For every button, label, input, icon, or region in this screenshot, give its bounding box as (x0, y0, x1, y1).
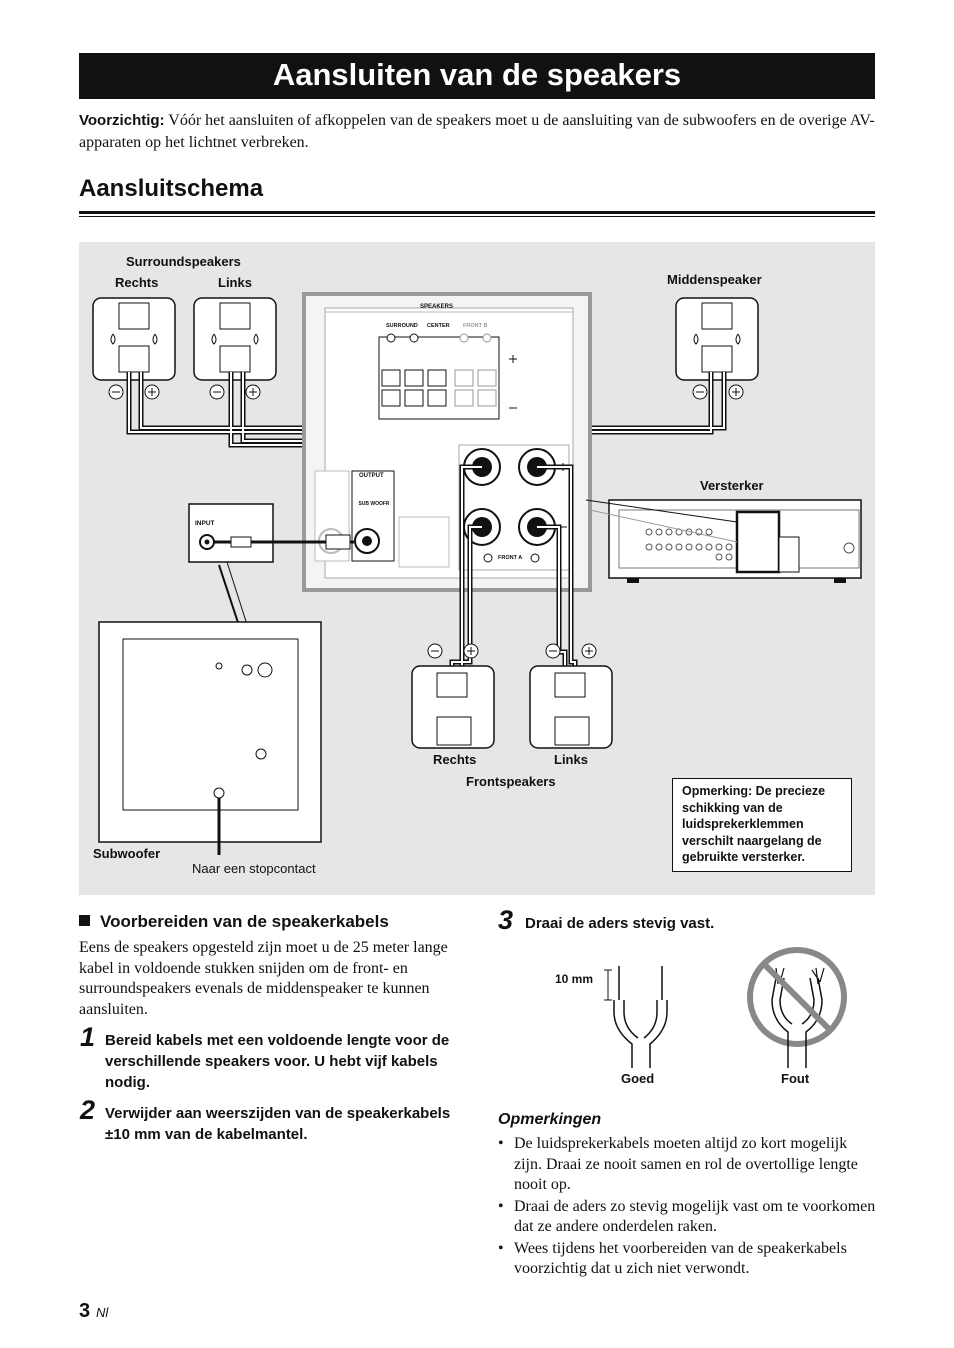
front-b-small-label: FRONT B (463, 323, 488, 329)
front-right-label: Rechts (433, 752, 477, 767)
center-title-label: Middenspeaker (667, 272, 762, 287)
surround-right-speaker (92, 297, 176, 400)
page-number: 3 (79, 1300, 91, 1322)
list-item: Draai de aders zo stevig mogelijk vast o… (498, 1197, 878, 1238)
surround-right-label: Rechts (115, 275, 159, 290)
step-2-text: Verwijder aan weerszijden van de speaker… (105, 1105, 451, 1143)
wire-figure (604, 947, 847, 1068)
good-wire-icon (604, 966, 668, 1068)
center-speaker (675, 297, 759, 400)
bad-wire-icon (747, 947, 847, 1068)
front-a-small-label: FRONT A (498, 555, 523, 561)
prep-body: Eens de speakers opgesteld zijn moet u d… (79, 939, 448, 1018)
step-2-number: 2 (80, 1095, 96, 1125)
section-title: Aansluitschema (79, 175, 264, 202)
connection-diagram-art (92, 292, 862, 855)
step-3-number: 3 (498, 905, 514, 935)
notes-list: De luidsprekerkabels moeten altijd zo ko… (498, 1134, 878, 1281)
diagram-note: Opmerking: De precieze schikking van de … (672, 778, 852, 872)
prep-section: Voorbereiden van de speakerkabels Eens d… (79, 912, 459, 1020)
subwoofer-label: Subwoofer (93, 846, 161, 861)
surround-title-label: Surroundspeakers (126, 254, 241, 269)
sub-woofer-small-label: SUB WOOFR (358, 501, 390, 507)
surround-small-label: SURROUND (386, 323, 418, 329)
list-item: Wees tijdens het voorbereiden van de spe… (498, 1239, 878, 1280)
input-small-label: INPUT (195, 520, 215, 527)
outlet-label: Naar een stopcontact (192, 861, 316, 876)
page-language: Nl (96, 1305, 109, 1320)
connection-diagram: Surroundspeakers Rechts Links Middenspea… (79, 242, 875, 895)
speakers-panel-label: SPEAKERS (420, 304, 454, 310)
caution-text: Vóór het aansluiten of afkoppelen van de… (79, 112, 875, 151)
center-small-label: CENTER (427, 323, 450, 329)
front-left-label: Links (554, 752, 588, 767)
amplifier-back-panel (302, 292, 592, 592)
surround-left-speaker (193, 297, 277, 400)
step-1-text: Bereid kabels met een voldoende lengte v… (105, 1032, 450, 1091)
front-left-speaker (529, 643, 613, 749)
subwoofer-unit (98, 621, 322, 855)
page-title: Aansluiten van de speakers (79, 53, 875, 99)
bad-label: Fout (781, 1071, 810, 1086)
amplifier-label: Versterker (700, 478, 764, 493)
caution-label: Voorzichtig: (79, 112, 165, 129)
front-title-label: Frontspeakers (466, 774, 556, 789)
prep-heading: Voorbereiden van de speakerkabels (79, 912, 459, 932)
section-rule (79, 211, 875, 214)
output-small-label: OUTPUT (359, 473, 384, 479)
list-item: De luidsprekerkabels moeten altijd zo ko… (498, 1134, 878, 1196)
surround-left-label: Links (218, 275, 252, 290)
notes-title: Opmerkingen (498, 1111, 602, 1128)
square-bullet-icon (79, 915, 90, 926)
front-right-speaker (411, 643, 495, 749)
caution-paragraph: Voorzichtig: Vóór het aansluiten of afko… (79, 110, 875, 154)
good-label: Goed (621, 1071, 655, 1086)
subwoofer-input-panel (188, 503, 354, 663)
prep-heading-text: Voorbereiden van de speakerkabels (100, 912, 389, 931)
step-1-number: 1 (80, 1022, 96, 1052)
step-3-text: Draai de aders stevig vast. (525, 915, 715, 932)
measure-label: 10 mm (555, 972, 594, 986)
amplifier-unit (585, 499, 862, 583)
section-rule-thin (79, 216, 875, 217)
